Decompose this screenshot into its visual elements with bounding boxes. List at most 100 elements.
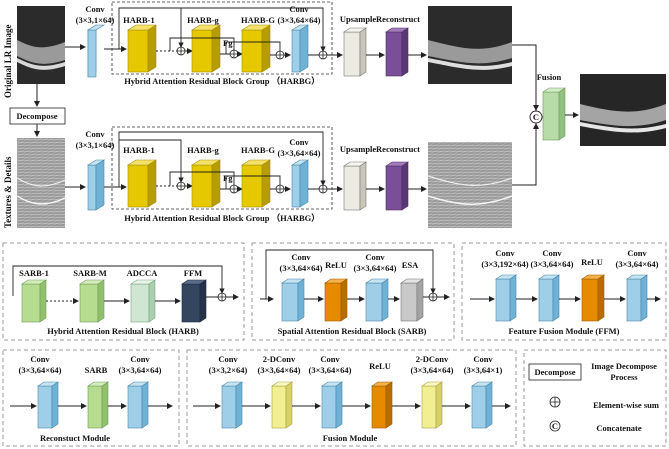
top-harbG-block — [240, 24, 272, 73]
sarb-relu-label: ReLU — [325, 260, 347, 270]
ffm-conv2-block — [538, 274, 560, 322]
top-conv-block — [86, 24, 106, 78]
top-reconstruct-label: Reconstruct — [376, 14, 420, 24]
top-reconstructed-image — [428, 6, 512, 84]
decompose-label: Decompose — [16, 111, 57, 121]
recon-conv1-shape: (3×3,64×64) — [19, 365, 62, 375]
bottom-conv-end-block — [290, 159, 310, 208]
bottom-harbG-label: HARB-G — [241, 145, 275, 155]
bottom-harbg-box — [111, 126, 333, 210]
top-harbg-label: HARB-g — [187, 15, 219, 25]
sarb-conv2-shape: (3×3,64×64) — [354, 263, 397, 273]
recon-conv1-block — [37, 381, 59, 429]
ffm-conv1-block — [495, 274, 517, 322]
harb-caption: Hybrid Attention Residual Block (HARB) — [47, 326, 199, 336]
legend-sum-desc: Element-wise sum — [593, 400, 659, 410]
bottom-reconstruct-label: Reconstruct — [376, 144, 420, 154]
bottom-reconstruct-block — [385, 161, 409, 211]
harb-sarbm-block — [79, 279, 105, 323]
sarb-conv2-block — [365, 278, 389, 322]
recon-conv2-label: Conv — [130, 354, 150, 364]
fusion-conv3-label: Conv — [473, 354, 493, 364]
harb-sarb1-block — [21, 279, 47, 323]
recon-sarb-block — [87, 381, 109, 429]
top-conv-label: Conv — [85, 4, 105, 14]
top-upsample-label: Upsample — [340, 14, 377, 24]
recon-sarb-label: SARB — [85, 365, 108, 375]
fusion-dconv2-block — [421, 381, 443, 429]
bottom-upsample-label: Upsample — [340, 144, 377, 154]
fusion-dconv1-label: 2-DConv — [263, 354, 296, 364]
sarb-conv1-label: Conv — [291, 252, 311, 262]
sarb-conv1-shape: (3×3,64×64) — [280, 263, 323, 273]
recon-conv2-shape: (3×3,64×64) — [119, 365, 162, 375]
top-harbg-box — [111, 1, 333, 75]
bottom-conv-end-shape: (3×3,64×64) — [278, 148, 321, 158]
legend-decompose-desc-2: Process — [610, 372, 638, 382]
harb-adcca-block — [130, 279, 156, 323]
fusion-dconv1-shape: (3×3,64×64) — [258, 365, 301, 375]
ffm-conv3-block — [626, 274, 648, 322]
bottom-harbg-label: HARB-g — [187, 145, 219, 155]
sarb-esa-block — [400, 278, 424, 322]
top-harb1-label: HARB-1 — [123, 15, 155, 25]
ffm-conv1-shape: (3×3,192×64) — [481, 259, 528, 269]
harb-adcca-label: ADCCA — [127, 268, 159, 278]
top-conv-end-label: Conv — [289, 4, 309, 14]
legend-concat-symbol: C — [552, 421, 558, 431]
ffm-panel — [461, 242, 667, 341]
sarb-relu-block — [324, 278, 348, 322]
fusion-relu-label: ReLU — [369, 361, 391, 371]
top-reconstruct-block — [385, 27, 409, 77]
fusion-label: Fusion — [537, 72, 562, 82]
ffm-relu-block — [581, 274, 605, 322]
bottom-conv-block — [86, 159, 106, 211]
recon-conv1-label: Conv — [30, 354, 50, 364]
bottom-harbg-block — [190, 159, 222, 208]
ffm-relu-label: ReLU — [581, 257, 603, 267]
bottom-upsample-block — [343, 161, 367, 211]
fusion-conv2-block — [321, 381, 343, 429]
harb-ffm-label: FFM — [184, 268, 202, 278]
ffm-conv2-label: Conv — [542, 248, 562, 258]
harb-ffm-block — [181, 279, 207, 323]
top-harbg-block — [190, 24, 222, 73]
top-conv-shape: (3×3,1×64) — [76, 15, 115, 25]
original-lr-image — [17, 6, 65, 84]
fused-output-image — [580, 74, 666, 146]
fusion-dconv2-shape: (3×3,64×64) — [411, 365, 454, 375]
legend-concat-desc: Concatenate — [596, 423, 642, 433]
fusion-conv2-shape: (3×3,64×64) — [309, 365, 352, 375]
top-conv-end-block — [290, 24, 310, 73]
harb-sarb1-label: SARB-1 — [19, 268, 49, 278]
bottom-reconstructed-image — [427, 142, 513, 228]
recon-caption: Reconstuct Module — [40, 433, 110, 443]
top-upsample-block — [343, 27, 367, 77]
bottom-harbg-caption: Hybrid Attention Residual Block Group （H… — [124, 213, 320, 223]
top-harbG-label: HARB-G — [241, 15, 275, 25]
legend-decompose-box — [528, 363, 582, 381]
top-harb1-block — [126, 24, 158, 73]
ffm-conv3-shape: (3×3,64×64) — [616, 259, 659, 269]
fusion-dconv2-label: 2-DConv — [416, 354, 449, 364]
sarb-caption: Spatial Attention Residual Block (SARB) — [278, 326, 427, 336]
recon-conv2-block — [127, 381, 149, 429]
sarb-conv1-block — [281, 278, 305, 322]
legend-decompose-desc-1: Image Decompose — [591, 361, 657, 371]
ffm-conv3-label: Conv — [627, 248, 647, 258]
bottom-harb1-label: HARB-1 — [123, 145, 155, 155]
sarb-conv2-label: Conv — [365, 252, 385, 262]
fusion-caption: Fusion Module — [323, 433, 378, 443]
harb-panel — [2, 242, 245, 341]
textures-image — [16, 138, 66, 228]
fusion-block — [542, 87, 566, 141]
fusion-conv3-shape: (3×3,64×1) — [464, 365, 503, 375]
fusion-relu-block — [371, 381, 393, 429]
fusion-conv1-block — [221, 381, 243, 429]
ffm-caption: Feature Fusion Module (FFM) — [508, 326, 619, 336]
top-harbg-caption: Hybrid Attention Residual Block Group （H… — [124, 76, 320, 86]
concat-symbol: C — [533, 112, 539, 122]
ffm-conv2-shape: (3×3,64×64) — [531, 259, 574, 269]
